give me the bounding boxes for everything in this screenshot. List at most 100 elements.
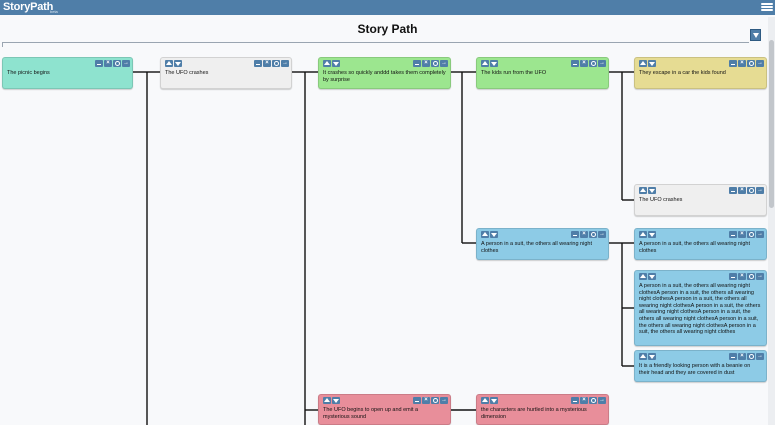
triangle-down-icon[interactable]: [648, 231, 656, 238]
note-icon[interactable]: [729, 353, 737, 360]
delete-x-icon[interactable]: ×: [263, 60, 271, 67]
card-toolbar: ×→: [571, 60, 606, 67]
triangle-down-icon[interactable]: [648, 187, 656, 194]
note-icon[interactable]: [571, 60, 579, 67]
card-reorder: [165, 60, 182, 67]
triangle-up-icon[interactable]: [481, 231, 489, 238]
note-icon[interactable]: [254, 60, 262, 67]
arrow-right-icon[interactable]: →: [598, 231, 606, 238]
app-logo[interactable]: StoryPath: [3, 1, 54, 13]
story-card[interactable]: ×→A person in a suit, the others all wea…: [476, 228, 609, 260]
story-card[interactable]: ×→The kids run from the UFO: [476, 57, 609, 89]
note-icon[interactable]: [729, 273, 737, 280]
arrow-right-icon[interactable]: →: [756, 231, 764, 238]
triangle-up-icon[interactable]: [639, 187, 647, 194]
card-reorder: [639, 353, 656, 360]
triangle-down-icon[interactable]: [648, 60, 656, 67]
circle-icon[interactable]: [589, 397, 597, 404]
circle-icon[interactable]: [747, 231, 755, 238]
triangle-up-icon[interactable]: [481, 60, 489, 67]
triangle-down-icon[interactable]: [490, 60, 498, 67]
triangle-down-icon[interactable]: [490, 397, 498, 404]
triangle-up-icon[interactable]: [323, 397, 331, 404]
chevron-down-icon[interactable]: [750, 29, 761, 41]
triangle-up-icon[interactable]: [639, 353, 647, 360]
arrow-right-icon[interactable]: →: [598, 397, 606, 404]
arrow-right-icon[interactable]: →: [756, 60, 764, 67]
arrow-right-icon[interactable]: →: [756, 273, 764, 280]
delete-x-icon[interactable]: ×: [738, 60, 746, 67]
story-card[interactable]: ×→They escape in a car the kids found: [634, 57, 767, 89]
arrow-right-icon[interactable]: →: [440, 397, 448, 404]
delete-x-icon[interactable]: ×: [580, 397, 588, 404]
triangle-down-icon[interactable]: [332, 397, 340, 404]
triangle-up-icon[interactable]: [323, 60, 331, 67]
delete-x-icon[interactable]: ×: [738, 273, 746, 280]
hamburger-icon[interactable]: [761, 1, 773, 13]
card-reorder: [481, 60, 498, 67]
card-toolbar: ×→: [571, 231, 606, 238]
circle-icon[interactable]: [272, 60, 280, 67]
arrow-right-icon[interactable]: →: [122, 60, 130, 67]
note-icon[interactable]: [729, 187, 737, 194]
story-card[interactable]: ×→The UFO crashes: [160, 57, 292, 89]
arrow-right-icon[interactable]: →: [756, 187, 764, 194]
triangle-down-icon[interactable]: [648, 353, 656, 360]
note-icon[interactable]: [571, 397, 579, 404]
delete-x-icon[interactable]: ×: [738, 187, 746, 194]
vertical-scrollbar[interactable]: [768, 17, 775, 425]
delete-x-icon[interactable]: ×: [738, 231, 746, 238]
arrow-right-icon[interactable]: →: [440, 60, 448, 67]
delete-x-icon[interactable]: ×: [422, 397, 430, 404]
arrow-right-icon[interactable]: →: [756, 353, 764, 360]
triangle-up-icon[interactable]: [165, 60, 173, 67]
note-icon[interactable]: [95, 60, 103, 67]
triangle-down-icon[interactable]: [174, 60, 182, 67]
circle-icon[interactable]: [589, 231, 597, 238]
circle-icon[interactable]: [747, 187, 755, 194]
triangle-up-icon[interactable]: [481, 397, 489, 404]
note-icon[interactable]: [729, 231, 737, 238]
story-card-text: A person in a suit, the others all weari…: [639, 241, 750, 254]
triangle-up-icon[interactable]: [639, 273, 647, 280]
top-bar: StoryPath beta: [0, 0, 775, 15]
delete-x-icon[interactable]: ×: [580, 60, 588, 67]
triangle-down-icon[interactable]: [648, 273, 656, 280]
circle-icon[interactable]: [747, 273, 755, 280]
story-card[interactable]: × → A person in a suit, the others all wea…: [634, 228, 767, 260]
circle-icon[interactable]: [113, 60, 121, 67]
page-title: Story Path: [357, 22, 418, 36]
story-card-text: The UFO begins to open up and emit a mys…: [323, 407, 419, 420]
circle-icon[interactable]: [589, 60, 597, 67]
header-divider: [2, 42, 749, 43]
story-card[interactable]: ×→The UFO crashes: [634, 184, 767, 216]
note-icon[interactable]: [413, 60, 421, 67]
triangle-down-icon[interactable]: [490, 231, 498, 238]
delete-x-icon[interactable]: ×: [580, 231, 588, 238]
arrow-right-icon[interactable]: →: [598, 60, 606, 67]
story-card[interactable]: × → The UFO begins to open up and emit a m…: [318, 394, 451, 425]
story-card[interactable]: ×→It crashes so quickly anddd takes them…: [318, 57, 451, 89]
circle-icon[interactable]: [431, 60, 439, 67]
delete-x-icon[interactable]: ×: [104, 60, 112, 67]
scrollbar-thumb[interactable]: [769, 40, 774, 208]
circle-icon[interactable]: [747, 60, 755, 67]
triangle-up-icon[interactable]: [639, 231, 647, 238]
triangle-down-icon[interactable]: [332, 60, 340, 67]
story-card[interactable]: × → the characters are hurtled into a myst…: [476, 394, 609, 425]
delete-x-icon[interactable]: ×: [422, 60, 430, 67]
story-card-text: the characters are hurtled into a myster…: [481, 407, 587, 420]
delete-x-icon[interactable]: ×: [738, 353, 746, 360]
story-card[interactable]: ×→A person in a suit, the others all wea…: [634, 270, 767, 346]
triangle-up-icon[interactable]: [639, 60, 647, 67]
note-icon[interactable]: [571, 231, 579, 238]
story-card[interactable]: ×→The picnic begins: [2, 57, 133, 89]
card-reorder: [323, 60, 340, 67]
circle-icon[interactable]: [431, 397, 439, 404]
card-toolbar: ×→: [729, 60, 764, 67]
story-card[interactable]: ×→It is a friendly looking person with a…: [634, 350, 767, 382]
note-icon[interactable]: [413, 397, 421, 404]
arrow-right-icon[interactable]: →: [281, 60, 289, 67]
note-icon[interactable]: [729, 60, 737, 67]
circle-icon[interactable]: [747, 353, 755, 360]
